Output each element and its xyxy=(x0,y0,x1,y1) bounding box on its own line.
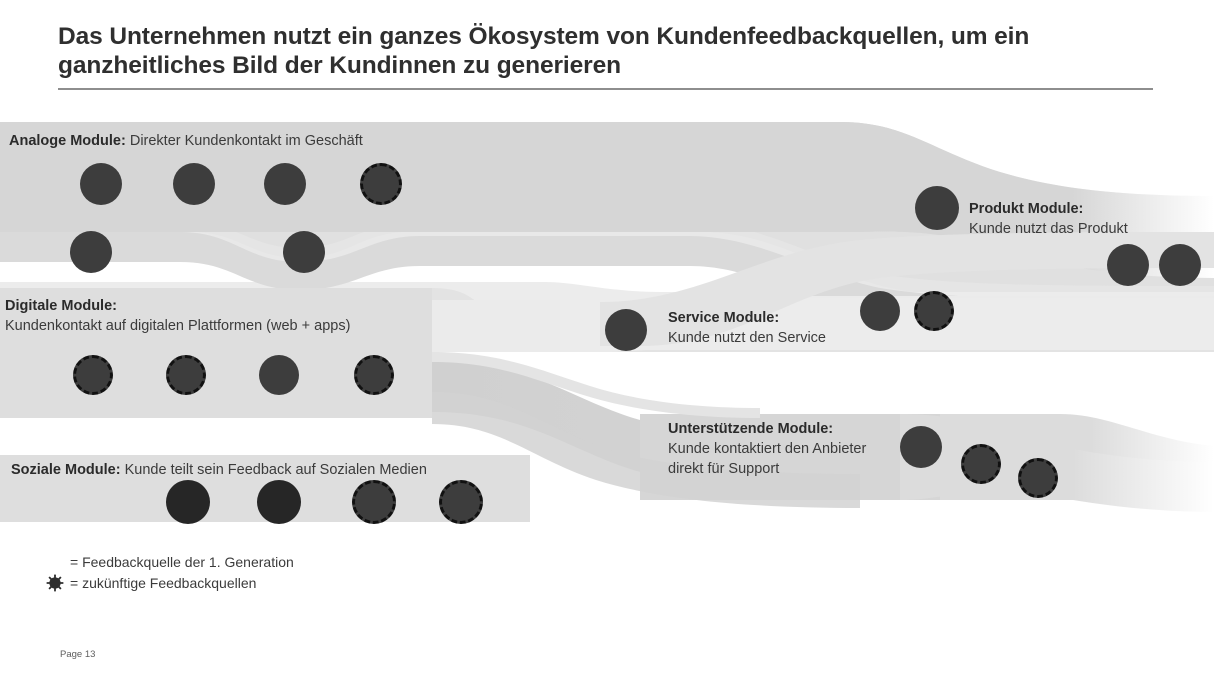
feedback-node-analog-4-future xyxy=(360,163,402,205)
feedback-node-service-1-gen1 xyxy=(605,309,647,351)
feedback-node-produkt-2-gen1 xyxy=(1107,244,1149,286)
feedback-node-digital-2-future xyxy=(166,355,206,395)
band-title-digital: Digitale Module: xyxy=(5,298,117,314)
band-desc-analog: Direkter Kundenkontakt im Geschäft xyxy=(125,133,363,149)
page-title: Das Unternehmen nutzt ein ganzes Ökosyst… xyxy=(58,23,1030,79)
band-title-service: Service Module: xyxy=(668,310,780,326)
page-number: Page 13 xyxy=(60,649,96,660)
circle-plain-icon xyxy=(46,555,62,571)
feedback-node-support-3-future xyxy=(1018,458,1058,498)
circle-dashed-gear-icon xyxy=(46,574,64,592)
band-label-support: Unterstützende Module: Kunde kontaktiert… xyxy=(668,419,866,479)
band-desc-produkt: Kunde nutzt das Produkt xyxy=(969,221,1128,237)
feedback-node-analog-2-gen1 xyxy=(173,163,215,205)
feedback-node-digital-3-gen1 xyxy=(259,355,299,395)
band-desc-digital: Kundenkontakt auf digitalen Plattformen … xyxy=(5,318,351,334)
feedback-node-sozial-2-gen1 xyxy=(257,480,301,524)
band-label-sozial: Soziale Module: Kunde teilt sein Feedbac… xyxy=(11,460,427,480)
band-title-analog: Analoge Module: xyxy=(9,133,126,149)
feedback-node-sozial-1-gen1 xyxy=(166,480,210,524)
band-desc-support-2: direkt für Support xyxy=(668,461,780,477)
ribbon-analog-panel xyxy=(0,122,840,232)
band-label-analog: Analoge Module: Direkter Kundenkontakt i… xyxy=(9,131,363,151)
band-title-support: Unterstützende Module: xyxy=(668,421,834,437)
band-desc-support-1: Kunde kontaktiert den Anbieter xyxy=(668,441,867,457)
feedback-node-sozial-4-future xyxy=(439,480,483,524)
feedback-node-analog-3-gen1 xyxy=(264,163,306,205)
band-title-sozial: Soziale Module: xyxy=(11,462,121,478)
feedback-node-analog_secondary-2-gen1 xyxy=(283,231,325,273)
feedback-node-analog_secondary-1-gen1 xyxy=(70,231,112,273)
feedback-node-produkt-3-gen1 xyxy=(1159,244,1201,286)
feedback-node-produkt-1-gen1 xyxy=(915,186,959,230)
feedback-node-analog-1-gen1 xyxy=(80,163,122,205)
band-desc-service: Kunde nutzt den Service xyxy=(668,330,826,346)
band-label-digital: Digitale Module: Kundenkontakt auf digit… xyxy=(5,296,350,336)
band-label-service: Service Module: Kunde nutzt den Service xyxy=(668,308,826,348)
feedback-node-sozial-3-future xyxy=(352,480,396,524)
feedback-node-digital-4-future xyxy=(354,355,394,395)
ribbon-digital-panel-2 xyxy=(0,288,432,418)
ribbon-digital-to-service xyxy=(432,352,760,418)
legend: = Feedbackquelle der 1. Generation xyxy=(46,552,466,594)
ribbon-analog-crossover xyxy=(0,222,1214,312)
ribbon-service-to-produkt xyxy=(600,232,1214,346)
title-divider xyxy=(58,88,1153,90)
ribbon-support-fade-right xyxy=(900,414,1214,512)
feedback-node-support-1-gen1 xyxy=(900,426,942,468)
band-desc-sozial: Kunde teilt sein Feedback auf Sozialen M… xyxy=(120,462,427,478)
ribbon-sozial-to-support xyxy=(432,392,860,508)
feedback-node-support-2-future xyxy=(961,444,1001,484)
feedback-node-service-2-gen1 xyxy=(860,291,900,331)
feedback-node-service-3-future xyxy=(914,291,954,331)
band-title-produkt: Produkt Module: xyxy=(969,201,1084,217)
legend-item-future: = zukünftige Feedbackquellen xyxy=(46,573,466,594)
feedback-node-digital-1-future xyxy=(73,355,113,395)
band-label-produkt: Produkt Module: Kunde nutzt das Produkt xyxy=(969,199,1128,239)
legend-label-future: = zukünftige Feedbackquellen xyxy=(70,575,257,591)
legend-item-generation1: = Feedbackquelle der 1. Generation xyxy=(46,552,466,573)
legend-label-generation1: = Feedbackquelle der 1. Generation xyxy=(70,554,294,570)
